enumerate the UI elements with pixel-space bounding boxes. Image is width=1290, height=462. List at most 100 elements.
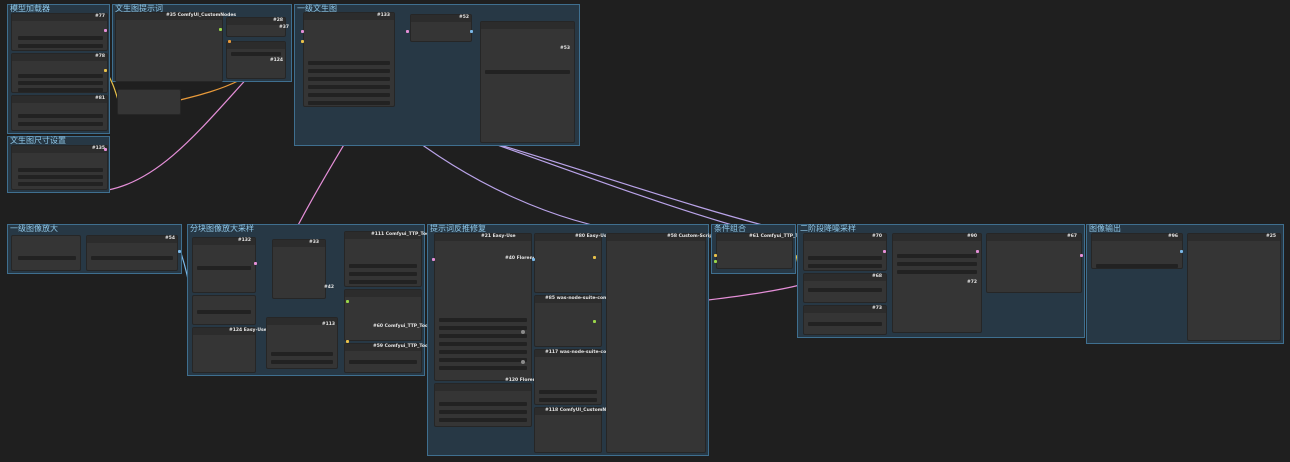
node-21[interactable]: #21 Easy-Use #40 Florence2 — [434, 233, 542, 381]
node-53[interactable]: #53 — [480, 21, 575, 143]
node-id: #21 Easy-Use — [481, 234, 516, 239]
node-id: #111 Comfyui_TTP_Toolset — [371, 232, 439, 237]
node-28[interactable]: #28 — [226, 17, 286, 37]
port — [219, 28, 222, 31]
node-id: #73 — [871, 306, 882, 311]
node-id: #58 Custom-Scripts — [667, 234, 718, 239]
port — [470, 30, 473, 33]
node-80[interactable]: #80 Easy-Use — [534, 233, 610, 293]
node-id: #80 Easy-Use — [575, 234, 610, 239]
port — [104, 29, 107, 32]
group-stage1-t2i[interactable]: 一级文生图 #133 #52 #53 — [294, 4, 580, 146]
port — [714, 254, 717, 257]
group-tiled-upscale[interactable]: 分块图像放大采样 #132 #124 Easy-Use #33 #42 #113… — [187, 224, 439, 376]
node-59[interactable]: #59 Comfyui_TTP_Toolset — [344, 343, 437, 373]
node-113[interactable]: #113 — [266, 317, 338, 369]
port — [301, 30, 304, 33]
node-133[interactable]: #133 — [303, 12, 395, 107]
group-stage1-upscale[interactable]: 一级图像放大 #54 — [7, 224, 182, 274]
port — [104, 69, 107, 72]
node-96[interactable]: #96 — [1091, 233, 1183, 269]
node-73[interactable]: #73 — [803, 305, 887, 335]
group-prompt-reverse[interactable]: 提示词反推修复 #21 Easy-Use #40 Florence2 #120 … — [427, 224, 717, 456]
node-id: #28 — [272, 18, 283, 23]
node-58[interactable]: #58 Custom-Scripts — [606, 233, 717, 453]
node-id: #67 — [1066, 234, 1077, 239]
node-77[interactable]: #77 — [11, 13, 108, 51]
group-title: 图像输出 — [1089, 224, 1121, 233]
node-135[interactable]: #135 — [11, 145, 108, 190]
group-t2i-prompt[interactable]: 文生图提示词 #35 ComfyUI_CustomNodes #28 #124 … — [112, 4, 292, 115]
node-id: #72 — [966, 280, 977, 285]
node-id: #118 ComfyUI_CustomNodes — [545, 408, 619, 413]
node-81[interactable]: #81 — [11, 95, 108, 131]
port — [883, 250, 886, 253]
port — [254, 262, 257, 265]
node-67[interactable]: #67 — [986, 233, 1082, 293]
node-132[interactable]: #132 — [192, 237, 256, 293]
node-124-easy-use[interactable]: #124 Easy-Use — [192, 327, 267, 373]
node-id: #77 — [94, 14, 105, 19]
node-id: #42 — [324, 285, 335, 290]
node-id: #117 was-node-suite-comfyui — [545, 350, 621, 355]
port — [178, 250, 181, 253]
node-id: #78 — [94, 54, 105, 59]
node-loader[interactable] — [11, 235, 81, 271]
group-image-output[interactable]: 图像输出 #96 #25 — [1086, 224, 1284, 344]
node-id: #120 Florence2 — [505, 378, 545, 383]
node-85[interactable]: #85 was-node-suite-comfyui — [534, 295, 617, 347]
port — [1180, 250, 1183, 253]
node-id: #33 — [308, 240, 319, 245]
node-124[interactable]: #124 — [226, 41, 286, 79]
node-id: #90 — [966, 234, 977, 239]
node-id: #124 Easy-Use — [229, 328, 267, 333]
node-id: #61 Comfyui_TTP_Toolset — [749, 234, 814, 239]
node-35[interactable]: #35 ComfyUI_CustomNodes — [115, 12, 236, 82]
port — [228, 40, 231, 43]
group-title: 模型加载器 — [10, 4, 50, 13]
node-78[interactable]: #78 — [11, 53, 108, 93]
group-stage2-denoise[interactable]: 二阶段降噪采样 #70 #68 #73 #90 #72 #67 — [797, 224, 1085, 338]
node-id: #70 — [871, 234, 882, 239]
port — [714, 260, 717, 263]
port — [104, 148, 107, 151]
node-61[interactable]: #61 Comfyui_TTP_Toolset — [716, 233, 813, 269]
node-id: #124 — [269, 58, 283, 63]
port — [593, 256, 596, 259]
group-title: 文生图提示词 — [115, 4, 163, 13]
node-111[interactable]: #111 Comfyui_TTP_Toolset — [344, 231, 439, 287]
node-70[interactable]: #70 — [803, 233, 887, 271]
group-title: 分块图像放大采样 — [190, 224, 254, 233]
port — [432, 258, 435, 261]
node-id: #25 — [1265, 234, 1276, 239]
node-117[interactable]: #117 was-node-suite-comfyui — [534, 349, 621, 405]
node-id: #54 — [164, 236, 175, 241]
group-title: 一级文生图 — [297, 4, 337, 13]
port — [532, 258, 535, 261]
wire — [499, 144, 791, 233]
node-tile[interactable] — [192, 295, 256, 325]
node-68[interactable]: #68 — [803, 273, 887, 303]
port — [346, 300, 349, 303]
node-id: #35 ComfyUI_CustomNodes — [166, 13, 237, 18]
node-id: #85 was-node-suite-comfyui — [545, 296, 618, 301]
node-id: #96 — [1167, 234, 1178, 239]
node-52[interactable]: #52 — [410, 14, 472, 42]
group-model-loader[interactable]: 模型加载器 #77 #78 #81 — [7, 4, 110, 134]
node-118[interactable]: #118 ComfyUI_CustomNodes — [534, 407, 618, 453]
node-25[interactable]: #25 — [1187, 233, 1281, 341]
group-condition-combine[interactable]: 条件组合 #61 Comfyui_TTP_Toolset — [711, 224, 813, 274]
node-id: #52 — [458, 15, 469, 20]
group-t2i-size[interactable]: 文生图尺寸设置 #135 — [7, 136, 110, 193]
node-60[interactable]: #60 Comfyui_TTP_Toolset — [344, 289, 437, 341]
node-id: #113 — [321, 322, 335, 327]
node-90[interactable]: #90 #72 — [892, 233, 982, 333]
group-title: 一级图像放大 — [10, 224, 58, 233]
node-id: #53 — [559, 46, 570, 51]
node-120[interactable]: #120 Florence2 — [434, 378, 545, 427]
node-54[interactable]: #54 — [86, 235, 178, 271]
node-33[interactable]: #33 — [272, 239, 326, 299]
node-reroute[interactable] — [117, 89, 181, 115]
port — [593, 320, 596, 323]
